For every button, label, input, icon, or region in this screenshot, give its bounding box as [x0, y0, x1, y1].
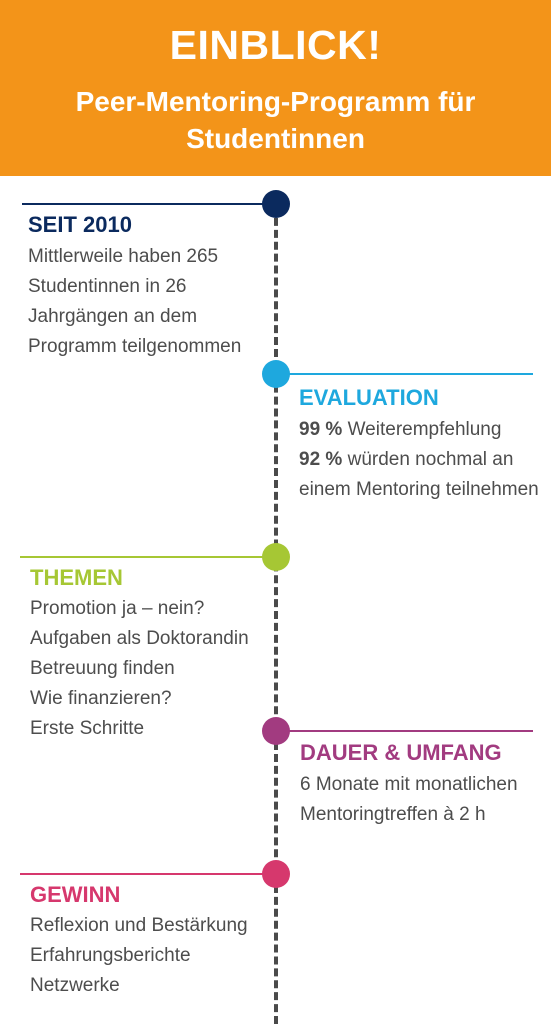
gewinn-line: Erfahrungsberichte	[30, 945, 191, 966]
dauer-text: 6 Monate mit monatlichen Mentoringtreffe…	[300, 770, 518, 830]
page-title: EINBLICK!	[169, 22, 382, 68]
themen-line: Promotion ja – nein?	[30, 598, 205, 619]
gewinn-line: Reflexion und Bestärkung	[30, 915, 248, 936]
header-banner: EINBLICK! Peer-Mentoring-Programm für St…	[0, 0, 551, 176]
evaluation-stat-line: 99 % Weiterempfehlung	[299, 415, 539, 445]
themen-line: Erste Schritte	[30, 718, 145, 739]
themen-line: Aufgaben als Doktorandin	[30, 628, 249, 649]
gewinn-text: Reflexion und Bestärkung Erfahrungsberic…	[30, 911, 248, 1001]
subtitle-line: Peer-Mentoring-Programm für	[75, 86, 476, 117]
themen-heading: THEMEN	[30, 565, 123, 590]
evaluation-heading: EVALUATION	[299, 385, 439, 410]
seit-connector-line	[22, 203, 274, 205]
themen-connector-line	[20, 556, 276, 558]
themen-text: Promotion ja – nein? Aufgaben als Doktor…	[30, 594, 249, 744]
evaluation-connector-line	[277, 373, 533, 375]
seit-line: Jahrgängen an dem	[28, 306, 198, 327]
dauer-line: Mentoringtreffen à 2 h	[300, 804, 486, 825]
dauer-connector-line	[277, 730, 533, 732]
themen-timeline-dot	[262, 543, 290, 571]
evaluation-timeline-dot	[262, 360, 290, 388]
evaluation-stat-label: würden nochmal an	[342, 449, 514, 470]
evaluation-stat-value: 92 %	[299, 449, 343, 470]
seit-line: Mittlerweile haben 265	[28, 246, 219, 267]
dauer-timeline-dot	[262, 717, 290, 745]
gewinn-connector-line	[20, 873, 276, 875]
seit-timeline-dot	[262, 190, 290, 218]
gewinn-timeline-dot	[262, 860, 290, 888]
evaluation-stat-value: 99 %	[299, 419, 343, 440]
seit-line: Studentinnen in 26	[28, 276, 187, 297]
timeline-spine	[274, 206, 278, 1024]
evaluation-stat-label: Weiterempfehlung	[342, 419, 502, 440]
evaluation-text: 99 % Weiterempfehlung 92 % würden nochma…	[299, 415, 539, 505]
dauer-line: 6 Monate mit monatlichen	[300, 774, 518, 795]
themen-line: Betreuung finden	[30, 658, 175, 679]
seit-text: Mittlerweile haben 265 Studentinnen in 2…	[28, 242, 241, 362]
dauer-heading: DAUER & UMFANG	[300, 740, 502, 765]
subtitle-line: Studentinnen	[186, 123, 365, 154]
evaluation-stat-cont: einem Mentoring teilnehmen	[299, 479, 539, 500]
gewinn-line: Netzwerke	[30, 975, 120, 996]
seit-heading: SEIT 2010	[28, 212, 132, 237]
page-subtitle: Peer-Mentoring-Programm für Studentinnen	[40, 83, 511, 157]
evaluation-stat-line: 92 % würden nochmal an	[299, 445, 539, 475]
gewinn-heading: GEWINN	[30, 882, 121, 907]
seit-line: Programm teilgenommen	[28, 336, 242, 357]
themen-line: Wie finanzieren?	[30, 688, 172, 709]
